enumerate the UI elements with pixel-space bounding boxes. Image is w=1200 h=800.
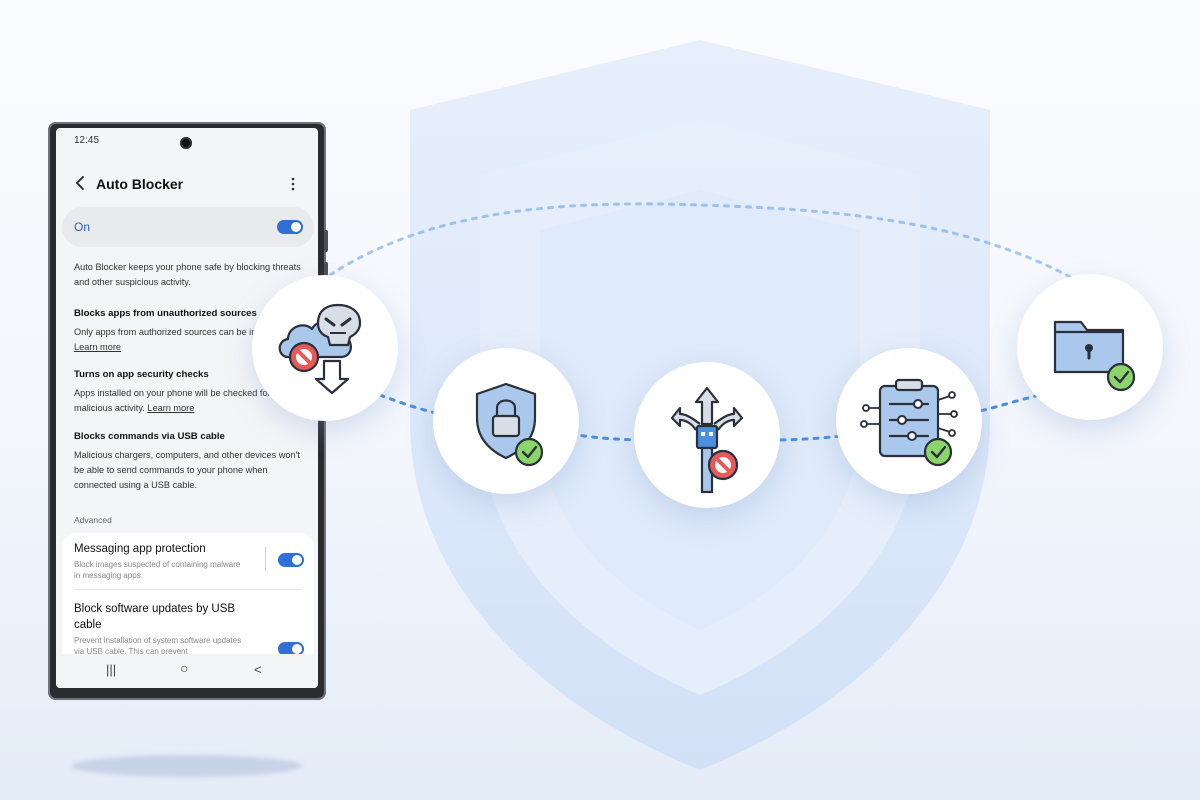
status-time: 12:45 (74, 135, 100, 146)
feature-circle-usb-commands (634, 362, 780, 508)
phone-side-button (324, 230, 328, 252)
recents-button[interactable]: ||| (106, 662, 117, 677)
learn-more-link[interactable]: Learn more (74, 342, 121, 352)
phone-screen: 12:45 Auto Blocker On Auto Blocker keeps… (56, 128, 318, 688)
messaging-protection-desc: Block images suspected of containing mal… (74, 560, 241, 580)
learn-more-link[interactable]: Learn more (147, 403, 195, 413)
usb-updates-title[interactable]: Block software updates by USB cable (74, 603, 236, 631)
locked-folder-check-icon (1053, 320, 1136, 392)
cloud-malware-blocked-icon (278, 303, 362, 395)
messaging-protection-title[interactable]: Messaging app protection (74, 543, 206, 555)
section-desc-usb-commands: Malicious chargers, computers, and other… (74, 450, 300, 490)
card-divider (74, 589, 302, 590)
navigation-bar: ||| ○ < (56, 654, 318, 688)
page-title: Auto Blocker (96, 176, 184, 192)
section-title-unauthorized-sources: Blocks apps from unauthorized sources (74, 308, 257, 319)
usb-updates-toggle[interactable] (278, 642, 304, 656)
usb-updates-desc: Prevent installation of system software … (74, 636, 242, 656)
section-title-app-security: Turns on app security checks (74, 369, 209, 380)
phone-device: 12:45 Auto Blocker On Auto Blocker keeps… (48, 122, 328, 700)
intro-text: Auto Blocker keeps your phone safe by bl… (74, 262, 301, 287)
app-header: Auto Blocker (56, 172, 318, 196)
master-toggle[interactable] (277, 220, 303, 234)
row-divider (265, 547, 266, 571)
shield-lock-check-icon (475, 382, 544, 467)
feature-circle-locked-folder (1017, 274, 1163, 420)
front-camera (180, 137, 192, 149)
auto-blocker-master-switch[interactable]: On (62, 207, 314, 247)
feature-circle-messaging-protection (836, 348, 982, 494)
usb-blocked-icon (670, 386, 744, 494)
feature-circle-unauthorized-apps (252, 275, 398, 421)
home-button[interactable]: ○ (180, 660, 189, 676)
section-desc-unauthorized-sources: Only apps from authorized sources can be… (74, 327, 286, 352)
messaging-protection-toggle[interactable] (278, 553, 304, 567)
section-desc-app-security: Apps installed on your phone will be che… (74, 388, 271, 413)
section-title-usb-commands: Blocks commands via USB cable (74, 431, 225, 442)
back-arrow-icon[interactable] (74, 175, 86, 191)
more-options-icon[interactable] (290, 177, 296, 191)
phone-shadow (72, 755, 302, 777)
nav-back-button[interactable]: < (254, 662, 262, 677)
feature-circle-app-security (433, 348, 579, 494)
master-switch-label: On (74, 220, 91, 234)
clipboard-settings-check-icon (860, 378, 958, 467)
advanced-section-label: Advanced (74, 515, 112, 525)
